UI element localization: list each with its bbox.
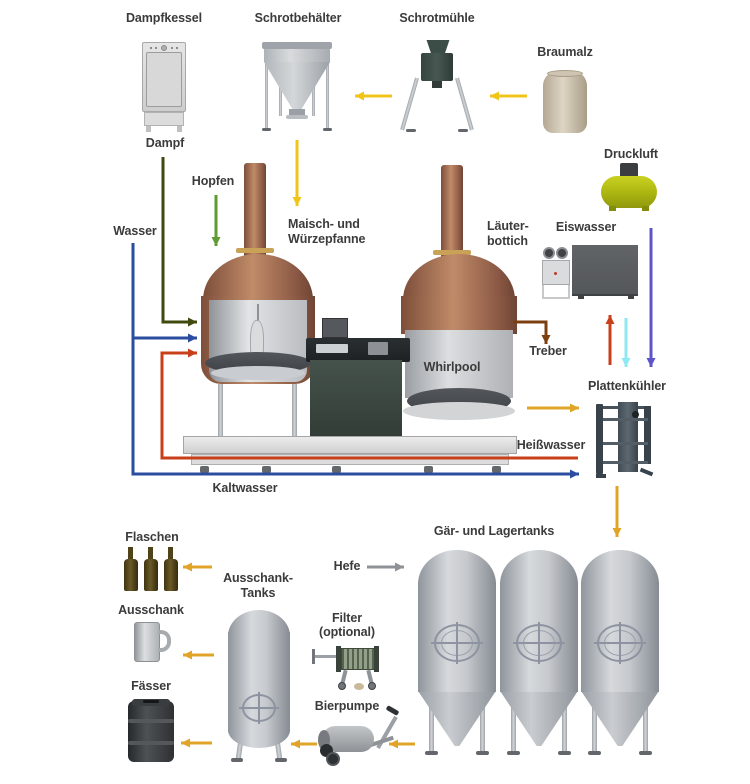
label-kaltwasser: Kaltwasser (212, 481, 278, 495)
label-ausschank: Ausschank (118, 603, 184, 617)
label-dampfkessel: Dampfkessel (125, 11, 203, 25)
platform (183, 436, 517, 454)
grist-mill-graphic (400, 40, 474, 132)
label-filter-line1: Filter (332, 611, 362, 625)
plate-cooler-graphic (594, 398, 658, 482)
lauter-tun-chimney (441, 165, 463, 257)
compressed-air-tank-graphic (601, 163, 657, 211)
fermentation-tank-graphic (581, 550, 659, 758)
pump-wheel (326, 752, 340, 766)
label-laeuterbottich-line2: bottich (487, 234, 528, 248)
label-dampf: Dampf (145, 136, 185, 150)
control-cabinet (310, 360, 402, 445)
mash-kettle-chimney (244, 163, 266, 258)
label-druckluft: Druckluft (604, 147, 658, 161)
label-maischpfanne-line1: Maisch- und (288, 217, 360, 231)
label-schrotmuehle: Schrotmühle (399, 11, 475, 25)
mug-handle (158, 630, 171, 652)
grist-hopper-graphic (262, 42, 332, 132)
beer-pump-graphic (318, 705, 400, 766)
label-braumalz: Braumalz (537, 45, 593, 59)
label-plattenkuehler: Plattenkühler (588, 379, 666, 393)
label-filter-line2: (optional) (319, 625, 375, 639)
label-ausschank-tanks-line1: Ausschank- (223, 571, 293, 585)
label-whirlpool: Whirlpool (423, 360, 481, 374)
control-monitor (322, 318, 348, 338)
fermentation-tank-graphic (500, 550, 578, 758)
label-eiswasser: Eiswasser (555, 220, 617, 234)
label-wasser: Wasser (113, 224, 157, 238)
beer-mug-graphic (134, 622, 172, 662)
malt-sack-graphic (543, 70, 587, 133)
mash-kettle-dome (203, 254, 313, 302)
ice-water-box (572, 245, 638, 296)
brewhouse-graphic (180, 160, 520, 480)
lauter-tun-dome (403, 254, 515, 302)
label-maischpfanne-line2: Würzepfanne (288, 232, 366, 246)
label-bierpumpe: Bierpumpe (314, 699, 380, 713)
ice-water-unit-graphic (542, 245, 638, 301)
control-keyboard (316, 344, 348, 353)
keg-graphic (128, 699, 174, 762)
label-heisswasser: Heißwasser (516, 438, 586, 452)
label-treber: Treber (529, 344, 567, 358)
filter-graphic (312, 644, 380, 690)
fermentation-tank-graphic (418, 550, 496, 758)
steam-boiler-graphic (142, 42, 186, 132)
label-hefe: Hefe (333, 559, 361, 573)
label-ausschank-tanks-line2: Tanks (240, 586, 276, 600)
serving-tank-graphic (228, 610, 290, 762)
label-schrotbehaelter: Schrotbehälter (254, 11, 342, 25)
filter-plate-pack (341, 648, 375, 670)
label-laeuterbottich-line1: Läuter- (487, 219, 529, 233)
label-faesser: Fässer (131, 679, 171, 693)
beer-bottles-graphic (124, 547, 180, 591)
label-hopfen: Hopfen (191, 174, 235, 188)
label-flaschen: Flaschen (125, 530, 179, 544)
label-gaer-lagertanks: Gär- und Lagertanks (433, 524, 555, 538)
